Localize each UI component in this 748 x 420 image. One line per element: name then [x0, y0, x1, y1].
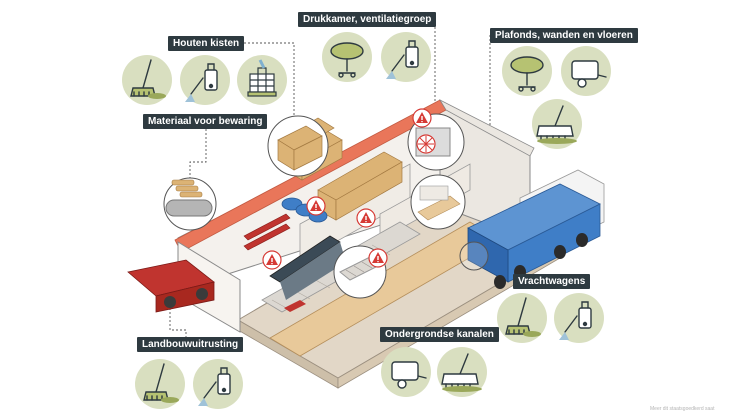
label-plafonds: Plafonds, wanden en vloeren: [490, 28, 638, 43]
sprayer-icon: [553, 292, 605, 344]
label-landbouw: Landbouwuitrusting: [137, 337, 244, 352]
label-vrachtwagens: Vrachtwagens: [513, 274, 591, 289]
fogger-icon: [501, 45, 553, 97]
walls-closeup: [410, 174, 466, 230]
broom-icon: [496, 292, 548, 344]
icons-drukkamer: [321, 31, 432, 83]
storage-material-closeup: [163, 177, 217, 231]
floor-scrubber-icon: [436, 346, 488, 398]
icons-houten-kisten: [121, 53, 289, 107]
icons-landbouw: [134, 358, 244, 410]
label-materiaal: Materiaal voor bewaring: [143, 114, 268, 129]
trailer-icon: [380, 346, 432, 398]
warning-icon: [356, 208, 376, 228]
broom-icon: [134, 358, 186, 410]
icons-vrachtwagens: [496, 292, 605, 344]
warning-icon: [368, 248, 388, 268]
ibc-tank-icon: [235, 53, 289, 107]
ventilation-closeup: [407, 113, 465, 171]
warning-icon: [306, 196, 326, 216]
icons-plafonds: [501, 45, 612, 150]
wooden-crates-closeup: [267, 115, 329, 177]
floor-scrubber-icon: [531, 98, 583, 150]
fogger-icon: [321, 31, 373, 83]
label-houten-kisten: Houten kisten: [168, 36, 245, 51]
broom-icon: [121, 54, 173, 106]
credit-text: Meer dit staatsgoedkerd saat: [650, 406, 715, 412]
sprayer-icon: [380, 31, 432, 83]
icons-ondergrondse: [380, 346, 488, 398]
truck-illustration: [459, 169, 605, 289]
label-drukkamer: Drukkamer, ventilatiegroep: [298, 12, 437, 27]
building-illustration: [127, 99, 561, 389]
sprayer-icon: [179, 54, 231, 106]
sprayer-icon: [192, 358, 244, 410]
label-ondergrondse: Ondergrondse kanalen: [380, 327, 499, 342]
warning-icon: [412, 108, 432, 128]
agricultural-machine: [127, 259, 215, 313]
warning-icon: [262, 250, 282, 270]
trailer-icon: [560, 45, 612, 97]
